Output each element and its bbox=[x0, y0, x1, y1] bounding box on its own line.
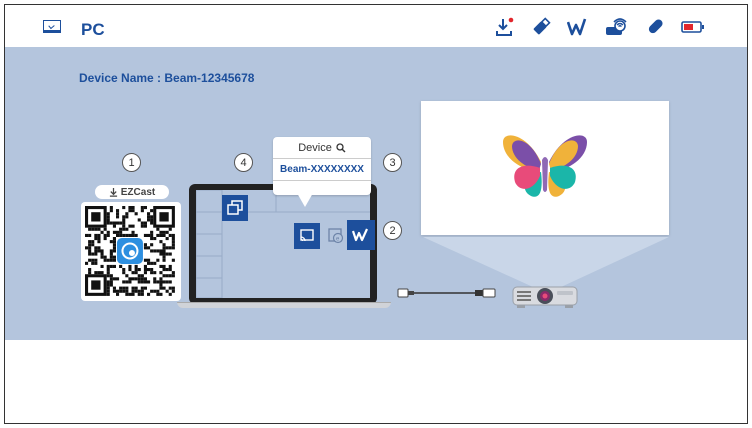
monitor-icon bbox=[43, 20, 61, 33]
main-panel: Device Name : Beam-12345678 1 4 3 2 EZCa… bbox=[5, 47, 747, 340]
popup-pointer bbox=[297, 193, 313, 207]
cast-icon bbox=[300, 229, 314, 242]
projection-beam bbox=[423, 237, 669, 287]
step-4-badge: 4 bbox=[234, 153, 253, 172]
mirror-windows-icon bbox=[227, 200, 243, 215]
download-icon bbox=[109, 187, 117, 197]
cast-screen-tile[interactable] bbox=[294, 223, 320, 249]
laptop-screen: e bbox=[189, 184, 377, 304]
top-bar: PC bbox=[5, 5, 747, 47]
projection-screen bbox=[421, 101, 669, 235]
laptop-base bbox=[177, 302, 391, 308]
search-icon[interactable] bbox=[336, 142, 346, 153]
butterfly-logo bbox=[503, 135, 587, 197]
ezcast-w-tile[interactable] bbox=[347, 220, 375, 250]
device-list-item[interactable]: Beam-XXXXXXXX bbox=[273, 159, 371, 181]
device-popup: Device Beam-XXXXXXXX bbox=[273, 137, 371, 207]
wifi-dongle-icon[interactable] bbox=[605, 16, 629, 38]
screen-mirror-tile[interactable] bbox=[222, 195, 248, 221]
step-2-badge: 2 bbox=[383, 221, 402, 240]
usb-stick-icon[interactable] bbox=[531, 16, 551, 38]
device-popup-title: Device bbox=[298, 141, 332, 154]
bottom-area bbox=[5, 340, 747, 423]
page-title: PC bbox=[81, 20, 105, 39]
ezcast-w-icon[interactable] bbox=[567, 16, 589, 38]
ezcast-label: EZCast bbox=[120, 186, 156, 198]
qr-code-pattern bbox=[85, 206, 175, 296]
qr-code bbox=[81, 202, 181, 301]
image-icon: e bbox=[328, 228, 344, 244]
step-1-badge: 1 bbox=[122, 153, 141, 172]
usb-key-icon[interactable] bbox=[645, 16, 665, 38]
device-name-label: Device Name : Beam-12345678 bbox=[79, 71, 255, 85]
download-icon[interactable] bbox=[495, 16, 515, 38]
laptop-display: e bbox=[196, 190, 375, 298]
ezcast-app-tile[interactable]: e bbox=[325, 223, 347, 249]
ezcast-w-icon bbox=[352, 228, 369, 242]
step-3-badge: 3 bbox=[383, 153, 402, 172]
app-window: PC bbox=[4, 4, 748, 424]
hdmi-cable bbox=[397, 288, 496, 298]
status-icons bbox=[495, 16, 705, 38]
device-popup-header: Device bbox=[273, 137, 371, 159]
projector bbox=[512, 286, 578, 308]
svg-text:e: e bbox=[336, 237, 340, 243]
ezcast-download-tag[interactable]: EZCast bbox=[95, 185, 169, 199]
battery-icon bbox=[681, 16, 705, 38]
